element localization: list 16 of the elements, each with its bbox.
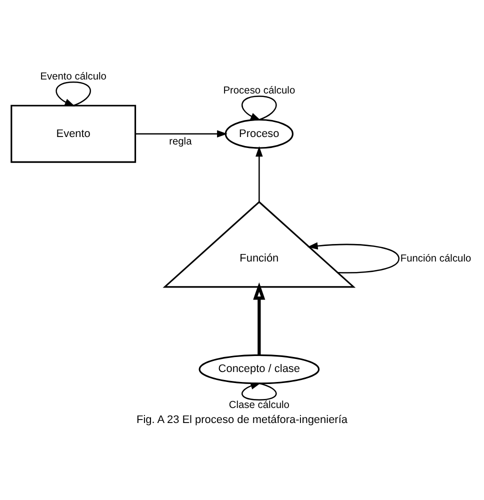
caption: Fig. A 23 El proceso de metáfora-ingeniería (136, 414, 348, 426)
arrow (242, 96, 277, 120)
edge-label: Clase cálculo (228, 400, 290, 412)
node-ellipse: Proceso (224, 118, 294, 149)
edge-label: Proceso cálculo (223, 85, 296, 96)
arrow (253, 282, 266, 356)
node-box: Evento (10, 104, 136, 163)
edge-label: regla (169, 136, 192, 148)
edge-label: Función cálculo (400, 253, 472, 264)
arrow (256, 146, 263, 202)
arrow (307, 242, 400, 274)
arrow (242, 382, 277, 400)
node-ellipse: Concepto / clase (198, 354, 320, 384)
arrow (135, 130, 228, 138)
edge-label: Evento cálculo (40, 71, 106, 82)
arrow (56, 81, 91, 106)
